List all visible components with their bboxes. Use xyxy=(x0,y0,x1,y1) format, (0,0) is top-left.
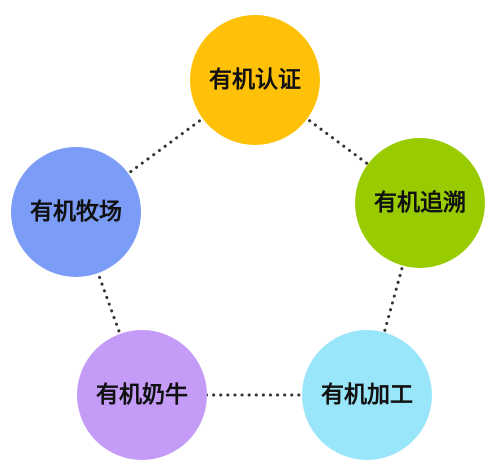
node-circle-certification xyxy=(190,15,320,145)
node-label-milk: 有机奶牛 xyxy=(96,381,188,408)
connector-ranch-certification xyxy=(123,114,208,178)
node-label-traceability: 有机追溯 xyxy=(374,189,466,216)
node-traceability: 有机追溯 xyxy=(355,138,485,268)
node-label-processing: 有机加工 xyxy=(321,381,413,408)
dotted-ring-connectors xyxy=(95,114,406,397)
node-circle-milk xyxy=(77,330,207,460)
node-certification: 有机认证 xyxy=(190,15,320,145)
connector-certification-traceability xyxy=(302,114,373,169)
node-milk: 有机奶牛 xyxy=(77,330,207,460)
node-circle-traceability xyxy=(355,138,485,268)
node-processing: 有机加工 xyxy=(302,330,432,460)
node-label-ranch: 有机牧场 xyxy=(30,198,122,225)
node-circle-processing xyxy=(302,330,432,460)
node-ranch: 有机牧场 xyxy=(11,147,141,277)
connector-traceability-processing xyxy=(381,260,406,338)
node-label-certification: 有机认证 xyxy=(209,66,301,93)
node-circle-ranch xyxy=(11,147,141,277)
connector-milk-ranch xyxy=(95,267,123,340)
